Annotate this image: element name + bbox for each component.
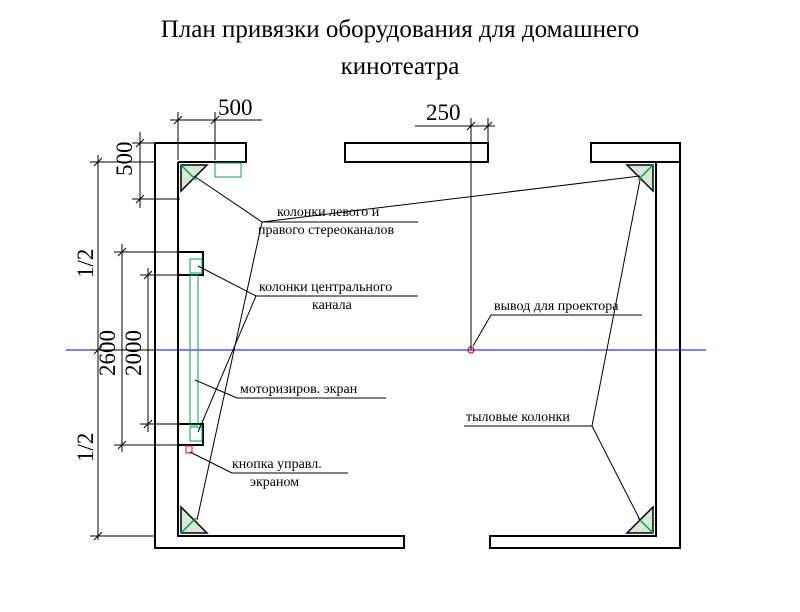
dimension-250: 250 <box>426 100 461 125</box>
label-button-line1: кнопка управл. <box>232 457 322 472</box>
dimension-2600: 2600 <box>95 330 120 376</box>
dimension-500-vertical: 500 <box>112 141 137 177</box>
speaker-front-right-icon <box>625 164 654 193</box>
leader-lines <box>189 175 642 521</box>
plan-title-line2: кинотеатра <box>340 53 460 80</box>
label-projector: вывод для проектора <box>494 299 619 314</box>
dimension-half-bottom: 1/2 <box>73 432 98 462</box>
screen-button-icon <box>185 445 193 454</box>
motorized-screen <box>189 162 242 442</box>
wall-top-middle <box>344 142 489 163</box>
wall-left <box>154 143 405 549</box>
room-walls <box>154 142 681 549</box>
wall-right <box>489 143 681 549</box>
dimension-500-horizontal: 500 <box>218 95 253 120</box>
wall-top-left <box>155 142 247 163</box>
label-rear-speakers: тыловые колонки <box>466 410 570 425</box>
label-front-speakers-line2: правого стереоканалов <box>258 223 395 238</box>
dimension-half-top: 1/2 <box>73 248 98 278</box>
label-front-speakers-line1: колонки левого и <box>277 205 380 220</box>
label-screen: моторизиров. экран <box>240 382 358 397</box>
speaker-front-left-icon <box>180 164 209 193</box>
dimension-2000: 2000 <box>121 330 146 376</box>
plan-title-line1: План привязки оборудования для домашнего <box>160 16 640 43</box>
wall-top-right <box>590 142 681 163</box>
speaker-rear-left-icon <box>180 505 209 534</box>
label-center-line2: канала <box>312 298 352 313</box>
label-button-line2: экраном <box>250 475 300 490</box>
dimension-lines <box>90 112 495 541</box>
corner-speakers <box>180 164 654 534</box>
label-center-line1: колонки центрального <box>259 280 393 295</box>
